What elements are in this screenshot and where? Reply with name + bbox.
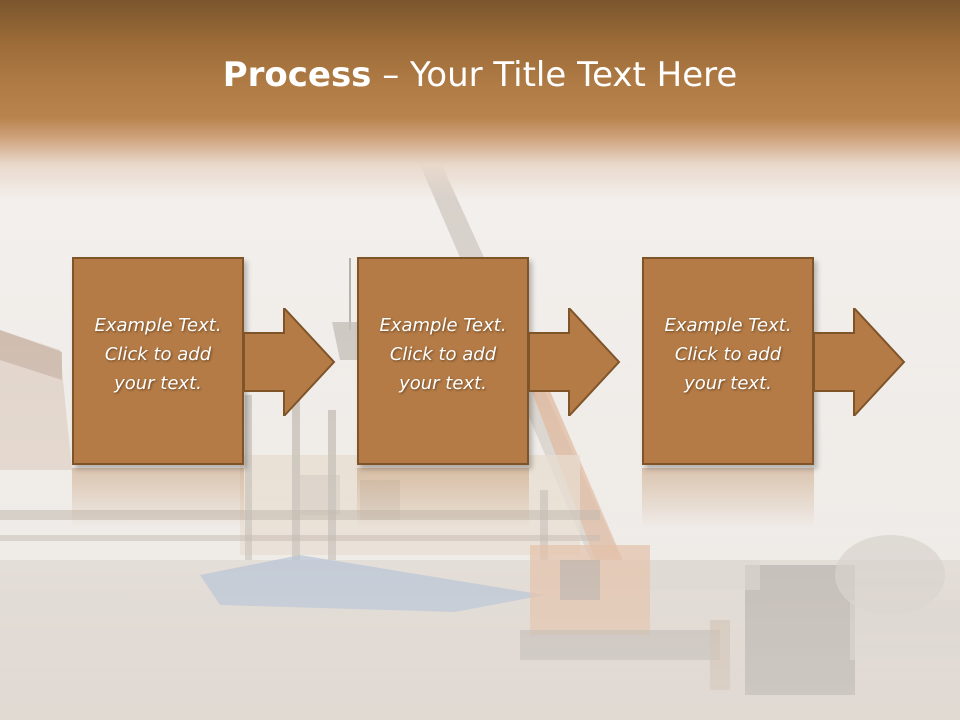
step-1-reflection (72, 468, 244, 528)
step-2-reflection (357, 468, 529, 528)
slide-title[interactable]: Process – Your Title Text Here (0, 52, 960, 98)
step-2-text[interactable]: Example Text. Click to add your text. (379, 315, 507, 394)
step-1-text[interactable]: Example Text. Click to add your text. (94, 315, 222, 394)
header-band (0, 0, 960, 200)
step-3-text[interactable]: Example Text. Click to add your text. (664, 315, 792, 394)
step-3-reflection (642, 468, 814, 528)
title-rest-text: – Your Title Text Here (371, 55, 738, 95)
step-2-arrow (529, 308, 621, 416)
title-bold-text: Process (222, 55, 372, 95)
step-1-box[interactable]: Example Text. Click to add your text. (72, 257, 244, 465)
step-3-arrow (814, 308, 906, 416)
step-2-box[interactable]: Example Text. Click to add your text. (357, 257, 529, 465)
step-1-arrow (244, 308, 336, 416)
step-3-box[interactable]: Example Text. Click to add your text. (642, 257, 814, 465)
